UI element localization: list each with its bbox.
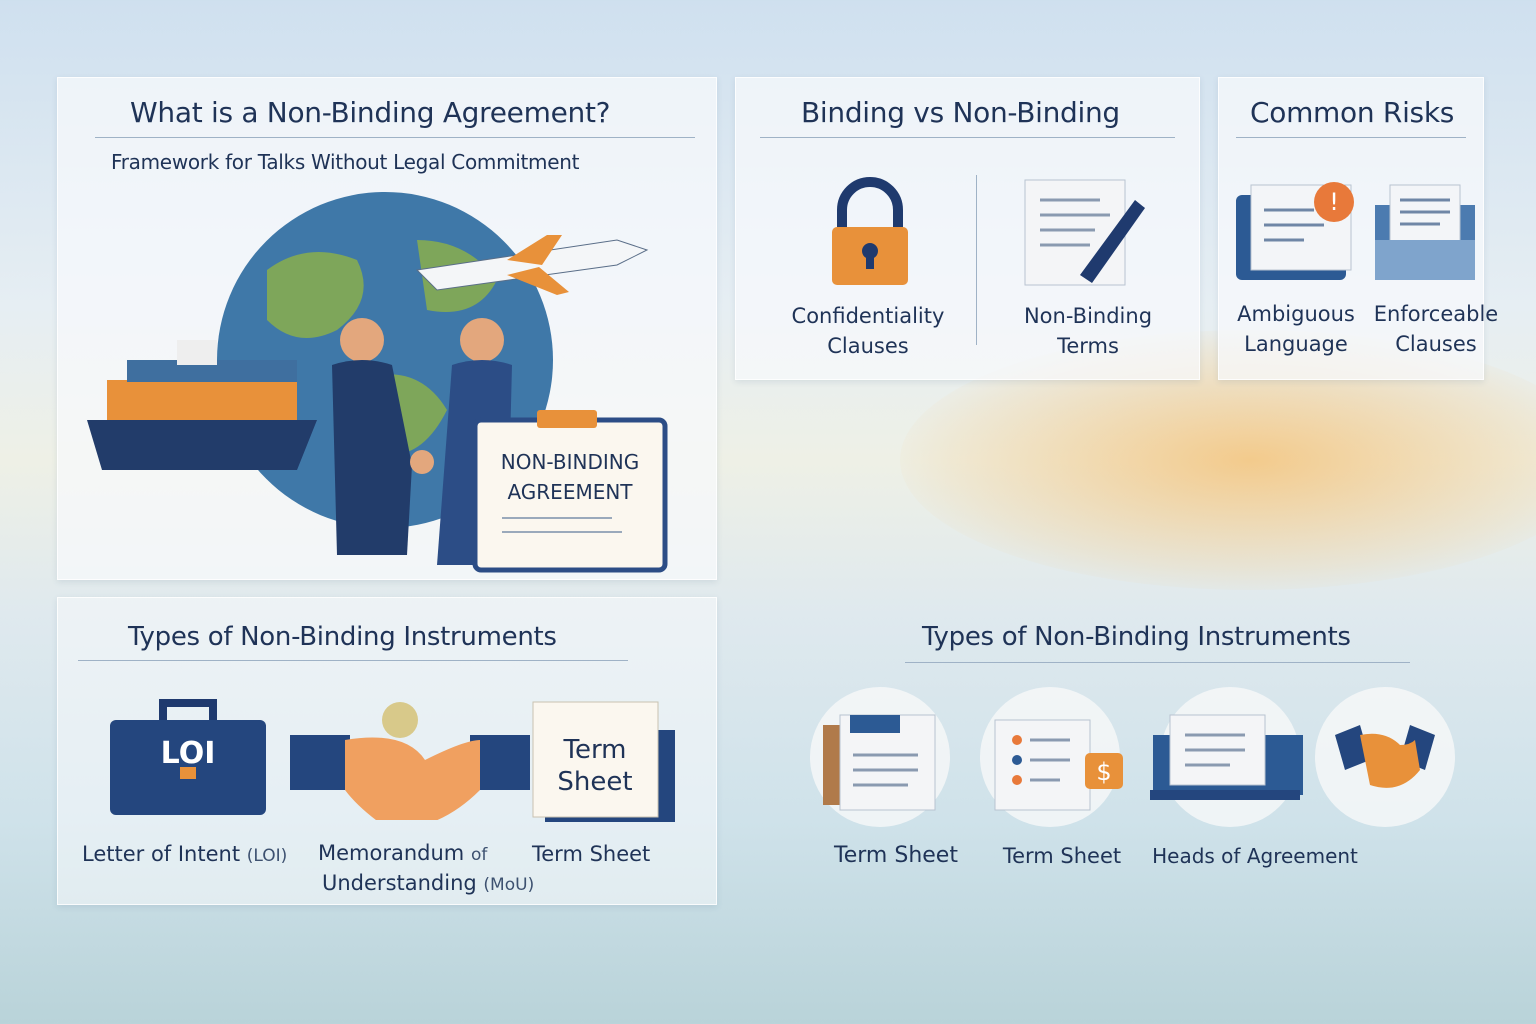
loi-abbr: (LOI) [246,846,288,866]
document-pen-icon [1024,179,1145,286]
label-line: Clauses [1395,332,1477,356]
risks-title: Common Risks [1250,96,1455,129]
risks-rule [1236,137,1466,138]
svg-text:!: ! [1329,188,1339,216]
briefcase-text: LOI [161,736,216,771]
heads-of-agreement-label: Heads of Agreement [1152,844,1358,868]
mou-main: Memorandum [318,841,465,865]
loi-main: Letter of Intent [82,842,241,866]
types-right-title: Types of Non-Binding Instruments [922,622,1351,652]
term-sheet-line1: Term [562,735,626,765]
types-left-rule [78,660,628,661]
types-left-title: Types of Non-Binding Instruments [128,622,557,652]
cargo-ship-icon [87,340,317,470]
label-line: Language [1244,332,1348,356]
intro-title: What is a Non-Binding Agreement? [130,96,611,129]
types-right-rule [905,662,1410,663]
label-line: Clauses [827,334,909,358]
comparison-title: Binding vs Non-Binding [801,96,1120,129]
loi-label: Letter of Intent (LOI) [82,839,287,871]
airplane-icon [415,235,649,295]
invoice-dollar-icon: $ [980,687,1123,827]
term-sheet-label-2: Term Sheet [1002,844,1122,868]
types-right-icons: $ [810,687,1455,827]
term-sheet-line2: Sheet [557,767,632,797]
intro-subtitle: Framework for Talks Without Legal Commit… [111,150,580,174]
folder-document-icon [810,687,950,827]
warning-document-icon: ! [1236,182,1354,280]
comparison-rule [760,137,1175,138]
handshake-icon [290,702,530,820]
comparison-divider [976,175,977,345]
term-sheet-label-1: Term Sheet [834,843,958,868]
term-sheet-label: Term Sheet [532,842,651,866]
label-line: Confidentiality [791,304,945,328]
label-line: Terms [1057,334,1119,358]
file-tray-icon [1375,184,1475,280]
padlock-icon [832,177,908,285]
label-line: Ambiguous [1237,302,1355,326]
mou-of: of [470,845,488,865]
document-line-1: NON-BINDING [501,450,640,474]
dollar-sign: $ [1096,758,1111,786]
intro-illustration: NON-BINDING AGREEMENT [87,192,668,573]
handshake-small-icon [1315,687,1455,827]
intro-rule [95,137,695,138]
briefcase-icon: LOI [110,699,266,815]
label-line: Non-Binding [1023,304,1153,328]
document-stack-icon [1150,687,1303,827]
label-line: Enforceable [1373,302,1499,326]
document-line-2: AGREEMENT [507,480,633,504]
mou-line2: Understanding [322,871,477,895]
mou-abbr: (MoU) [483,875,535,895]
